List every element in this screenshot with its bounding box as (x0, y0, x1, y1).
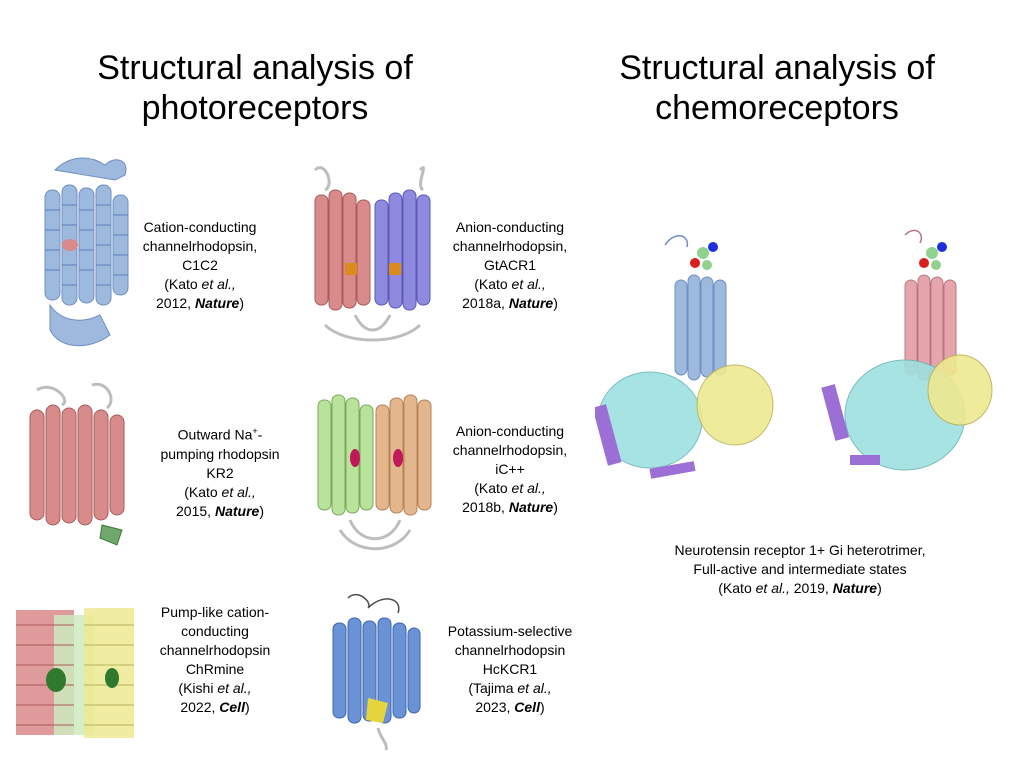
citation-author: (Tajima (468, 680, 518, 696)
c1c2-structure-image (44, 157, 129, 347)
icpp-citation-line1: (Kato et al., (440, 479, 580, 498)
c1c2-citation-line2: 2012, Nature) (135, 294, 265, 313)
chemo-line1: Neurotensin receptor 1+ Gi heterotrimer, (674, 542, 926, 558)
citation-close: ) (553, 295, 558, 311)
chrmine-structure-image (16, 608, 134, 738)
photoreceptors-heading-line1: Structural analysis of (97, 49, 413, 87)
hckcr1-caption: Potassium-selective channelrhodopsin HcK… (430, 622, 590, 717)
citation-year: 2023, (475, 699, 515, 715)
hckcr1-line3: HcKCR1 (482, 661, 538, 677)
gtacr1-line2: channelrhodopsin, (452, 238, 568, 254)
citation-author: (Kishi (178, 680, 218, 696)
icpp-structure-image (317, 394, 432, 551)
citation-year: 2015, (176, 502, 215, 519)
citation-close: ) (539, 699, 545, 715)
chrmine-citation-line2: 2022, Cell) (140, 698, 290, 717)
citation-year: 2018b, (462, 499, 509, 515)
chemoreceptors-heading-line2: chemoreceptors (655, 89, 899, 127)
gtacr1-caption: Anion-conducting channelrhodopsin, GtACR… (440, 218, 580, 313)
citation-etal: et al., (201, 276, 236, 292)
gtacr1-line1: Anion-conducting (455, 219, 565, 235)
kr2-citation-line2: 2015, Nature) (150, 502, 290, 521)
kr2-line2: pumping rhodopsin (160, 445, 280, 462)
ntsr1-gi-full-active-image (595, 235, 774, 479)
citation-etal: et al., (221, 483, 256, 500)
kr2-line1-suffix: - (257, 426, 263, 443)
citation-etal: et al., (511, 276, 546, 292)
citation-author: (Kato (184, 483, 222, 500)
kr2-superscript: + (252, 426, 258, 436)
citation-year: 2022, (180, 699, 220, 715)
chrmine-line2: conducting (181, 623, 249, 639)
hckcr1-line2: channelrhodopsin (454, 642, 566, 658)
gtacr1-citation-line2: 2018a, Nature) (440, 294, 580, 313)
chrmine-citation-line1: (Kishi et al., (140, 679, 290, 698)
citation-year: 2018a, (462, 295, 509, 311)
kr2-line1: Outward Na+- (150, 422, 290, 445)
citation-author: (Kato (164, 276, 202, 292)
citation-journal: Cell (514, 699, 540, 715)
c1c2-caption: Cation-conducting channelrhodopsin, C1C2… (135, 218, 265, 313)
citation-etal: et al., (217, 680, 252, 696)
c1c2-line3: C1C2 (182, 257, 218, 273)
citation-journal: Nature (508, 295, 554, 311)
citation-journal: Cell (219, 699, 245, 715)
c1c2-citation-line1: (Kato et al., (135, 275, 265, 294)
citation-journal: Nature (214, 502, 260, 519)
kr2-structure-image (29, 382, 125, 546)
citation-journal: Nature (194, 295, 240, 311)
icpp-line2: channelrhodopsin, (452, 442, 568, 458)
citation-etal: et al., (755, 580, 790, 596)
citation-year: 2012, (156, 295, 195, 311)
gtacr1-line3: GtACR1 (483, 257, 537, 273)
chrmine-caption: Pump-like cation- conducting channelrhod… (140, 603, 290, 717)
ntsr1-gi-intermediate-image (821, 229, 993, 471)
gtacr1-citation-line1: (Kato et al., (440, 275, 580, 294)
icpp-caption: Anion-conducting channelrhodopsin, iC++ … (440, 422, 580, 517)
photoreceptors-heading-line2: photoreceptors (141, 89, 369, 127)
citation-close: ) (877, 580, 882, 596)
chrmine-line4: ChRmine (185, 661, 245, 677)
c1c2-line1: Cation-conducting (143, 219, 257, 235)
hckcr1-structure-image (332, 593, 421, 751)
citation-close: ) (553, 499, 558, 515)
kr2-line1-text: Outward Na (177, 426, 253, 443)
icpp-citation-line2: 2018b, Nature) (440, 498, 580, 517)
chemoreceptors-heading: Structural analysis of chemoreceptors (582, 48, 972, 128)
citation-close: ) (239, 295, 244, 311)
photoreceptors-heading: Structural analysis of photoreceptors (60, 48, 450, 128)
hckcr1-line1: Potassium-selective (447, 623, 573, 639)
kr2-line3: KR2 (206, 464, 234, 481)
chemo-line2: Full-active and intermediate states (693, 561, 907, 577)
chrmine-line1: Pump-like cation- (160, 604, 270, 620)
icpp-line3: iC++ (495, 461, 525, 477)
icpp-line1: Anion-conducting (455, 423, 565, 439)
citation-journal: Nature (832, 580, 878, 596)
citation-close: ) (244, 699, 250, 715)
kr2-caption: Outward Na+- pumping rhodopsin KR2 (Kato… (150, 422, 290, 521)
citation-year: 2019, (789, 580, 833, 596)
chemoreceptors-heading-line1: Structural analysis of (619, 49, 935, 87)
citation-close: ) (259, 502, 264, 519)
chrmine-line3: channelrhodopsin (159, 642, 271, 658)
citation-author: (Kato (474, 276, 512, 292)
citation-author: (Kato (718, 580, 756, 596)
chemo-caption: Neurotensin receptor 1+ Gi heterotrimer,… (640, 541, 960, 598)
hckcr1-citation-line1: (Tajima et al., (430, 679, 590, 698)
hckcr1-citation-line2: 2023, Cell) (430, 698, 590, 717)
citation-etal: et al., (511, 480, 546, 496)
citation-etal: et al., (517, 680, 552, 696)
citation-author: (Kato (474, 480, 512, 496)
gtacr1-structure-image (313, 166, 431, 342)
chemo-citation: (Kato et al., 2019, Nature) (640, 579, 960, 598)
citation-journal: Nature (508, 499, 554, 515)
kr2-citation-line1: (Kato et al., (150, 483, 290, 502)
c1c2-line2: channelrhodopsin, (142, 238, 258, 254)
